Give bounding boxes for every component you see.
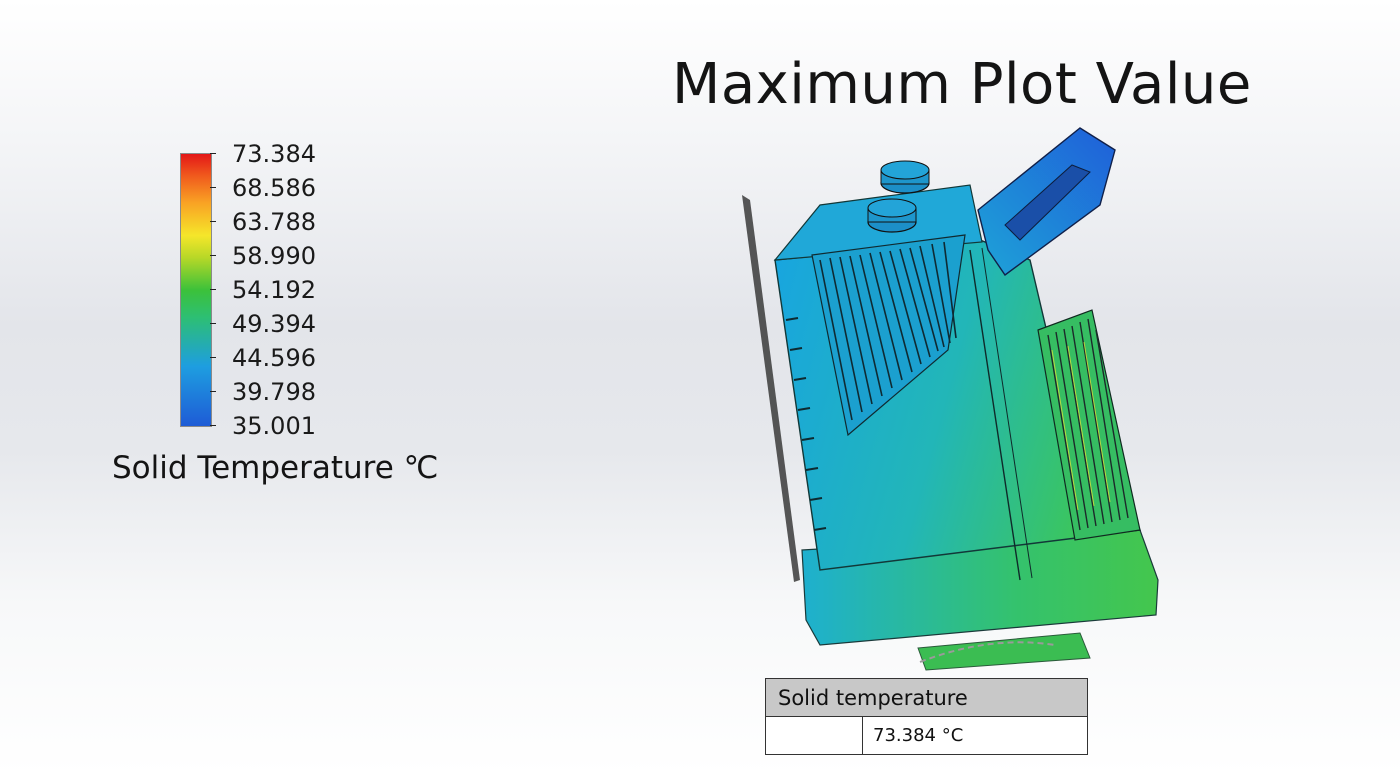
legend-tick-mark [210,221,216,222]
heat-sink-model[interactable] [720,110,1180,685]
legend-tick-label: 58.990 [232,242,316,270]
legend-tick-mark [210,391,216,392]
shadow-edge [742,195,800,582]
model-seam [969,249,1021,581]
side-fin-marks [785,317,827,531]
legend-tick-label: 35.001 [232,412,316,440]
legend-tick-label: 68.586 [232,174,316,202]
model-handle-slot [1004,164,1091,241]
legend-tick-mark [210,357,216,358]
legend-title: Solid Temperature ℃ [112,450,439,486]
legend-tick: 54.192 [210,276,340,304]
legend-tick-mark [210,425,216,426]
legend-tick: 49.394 [210,310,340,338]
fin-lines [819,241,957,421]
legend-tick: 44.596 [210,344,340,372]
legend-tick: 35.001 [210,412,340,440]
legend-tick: 58.990 [210,242,340,270]
legend-tick-mark [210,323,216,324]
knob [867,198,917,218]
probe-result-header: Solid temperature [766,679,1087,717]
model-base-bottom [917,632,1091,671]
legend-tick-mark [210,255,216,256]
legend-tick-label: 63.788 [232,208,316,236]
pin-fins [1047,318,1129,531]
knob [880,160,930,180]
legend-tick-label: 54.192 [232,276,316,304]
probe-result-cell-empty [766,717,863,754]
legend-tick: 68.586 [210,174,340,202]
legend-tick-mark [210,153,216,154]
legend-tick-label: 39.798 [232,378,316,406]
plot-title: Maximum Plot Value [672,52,1252,117]
legend-tick-label: 44.596 [232,344,316,372]
fin-panel [811,234,966,437]
probe-result-table[interactable]: Solid temperature 73.384 °C [765,678,1088,755]
model-seam [981,247,1033,579]
probe-marker [919,641,1056,663]
legend-tick-label: 49.394 [232,310,316,338]
probe-result-row: 73.384 °C [766,717,1087,754]
legend-tick: 39.798 [210,378,340,406]
legend-tick-label: 73.384 [232,140,316,168]
legend-tick-mark [210,187,216,188]
probe-result-value: 73.384 °C [873,725,964,746]
legend-colorbar [180,153,212,427]
legend-tick-mark [210,289,216,290]
legend-tick: 73.384 [210,140,340,168]
legend-tick: 63.788 [210,208,340,236]
pin-fins-hot [1051,341,1111,511]
